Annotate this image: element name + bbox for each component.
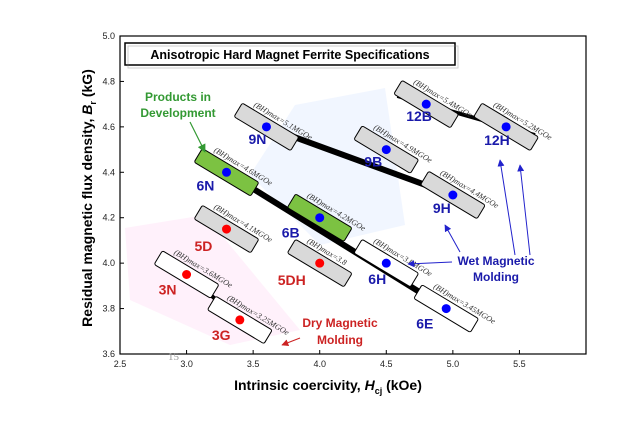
grade-label-6h: 6H (368, 271, 386, 287)
grade-labels: 3N 3G 5D 5DH 6N 6B 6H 6E 9N 9B 9H 12B 12H (159, 108, 510, 343)
point-3g (235, 315, 245, 325)
wet-arrow-12h (497, 159, 516, 256)
grade-label-3n: 3N (159, 282, 177, 298)
dry-arrow (281, 337, 301, 346)
grade-label-5dh: 5DH (278, 272, 306, 288)
products-note-line2: Development (140, 106, 215, 120)
grade-label-12b: 12B (406, 108, 432, 124)
point-12b (421, 99, 431, 109)
grade-label-12h: 12H (484, 132, 510, 148)
wet-molding-note: Wet Magnetic Molding (407, 159, 535, 284)
grade-box-12b: (BH)max=5.4MGOe (394, 77, 474, 128)
point-3n (182, 270, 192, 279)
point-5d (222, 224, 232, 234)
y-tick-label: 4.0 (102, 258, 115, 268)
point-9n (261, 122, 271, 132)
wet-arrow-9h (444, 224, 461, 253)
y-tick-label: 5.0 (102, 31, 115, 41)
y-tick-label: 4.4 (102, 167, 115, 177)
y-tick-label: 3.6 (102, 349, 115, 359)
grade-label-9h: 9H (433, 200, 451, 216)
y-tick-label: 4.8 (102, 76, 115, 86)
x-tick-label: 3.5 (247, 359, 260, 369)
point-6b (315, 213, 325, 223)
point-12h (501, 122, 511, 132)
point-6h (381, 258, 391, 268)
x-tick-label: 2.5 (114, 359, 127, 369)
chart-title-text: Anisotropic Hard Magnet Ferrite Specific… (150, 48, 429, 62)
wet-arrow-12b (517, 164, 531, 256)
x-tick-label: 5.5 (513, 359, 526, 369)
x-tick-label: 5.0 (447, 359, 460, 369)
point-9h (448, 190, 458, 200)
grade-label-9b: 9B (364, 154, 382, 170)
data-points (182, 99, 511, 325)
grade-label-5d: 5D (195, 238, 213, 254)
point-9b (381, 145, 391, 155)
point-6e (441, 304, 451, 314)
grade-label-6e: 6E (416, 316, 433, 332)
dry-molding-note: Dry Magnetic Molding (281, 316, 378, 347)
point-5dh (315, 258, 325, 268)
y-tick-label: 4.6 (102, 122, 115, 132)
x-tick-label: 3.0 (180, 359, 193, 369)
products-arrow (189, 121, 206, 153)
axis-ticks: 2.5 3.0 3.5 4.0 4.5 5.0 5.5 3.6 3.8 4.0 4.2 4.4 4.6 4… (102, 31, 525, 369)
x-tick-label: 4.0 (313, 359, 326, 369)
page-number: 15 (168, 351, 180, 363)
grade-label-9n: 9N (248, 131, 266, 147)
grade-label-6n: 6N (197, 177, 215, 193)
grade-label-6b: 6B (282, 225, 300, 241)
x-tick-label: 4.5 (380, 359, 393, 369)
wet-note-line1: Wet Magnetic (457, 254, 534, 268)
x-axis-title: Intrinsic coercivity, Hcj (kOe) (234, 377, 422, 396)
grade-label-3g: 3G (212, 327, 231, 343)
point-6n (222, 167, 232, 177)
chart-title: Anisotropic Hard Magnet Ferrite Specific… (124, 42, 459, 69)
plot-area (119, 35, 587, 355)
wet-arrow-6h (407, 260, 453, 268)
products-note-line1: Products in (145, 90, 211, 104)
dry-note-line1: Dry Magnetic (302, 316, 378, 330)
wet-note-line2: Molding (473, 270, 519, 284)
products-in-development-note: Products in Development (140, 90, 216, 153)
y-axis-title: Residual magnetic flux density, Br (kG) (79, 69, 98, 327)
dry-region-highlight (125, 215, 300, 345)
dry-note-line2: Molding (317, 333, 363, 347)
y-tick-label: 4.2 (102, 213, 115, 223)
y-tick-label: 3.8 (102, 304, 115, 314)
